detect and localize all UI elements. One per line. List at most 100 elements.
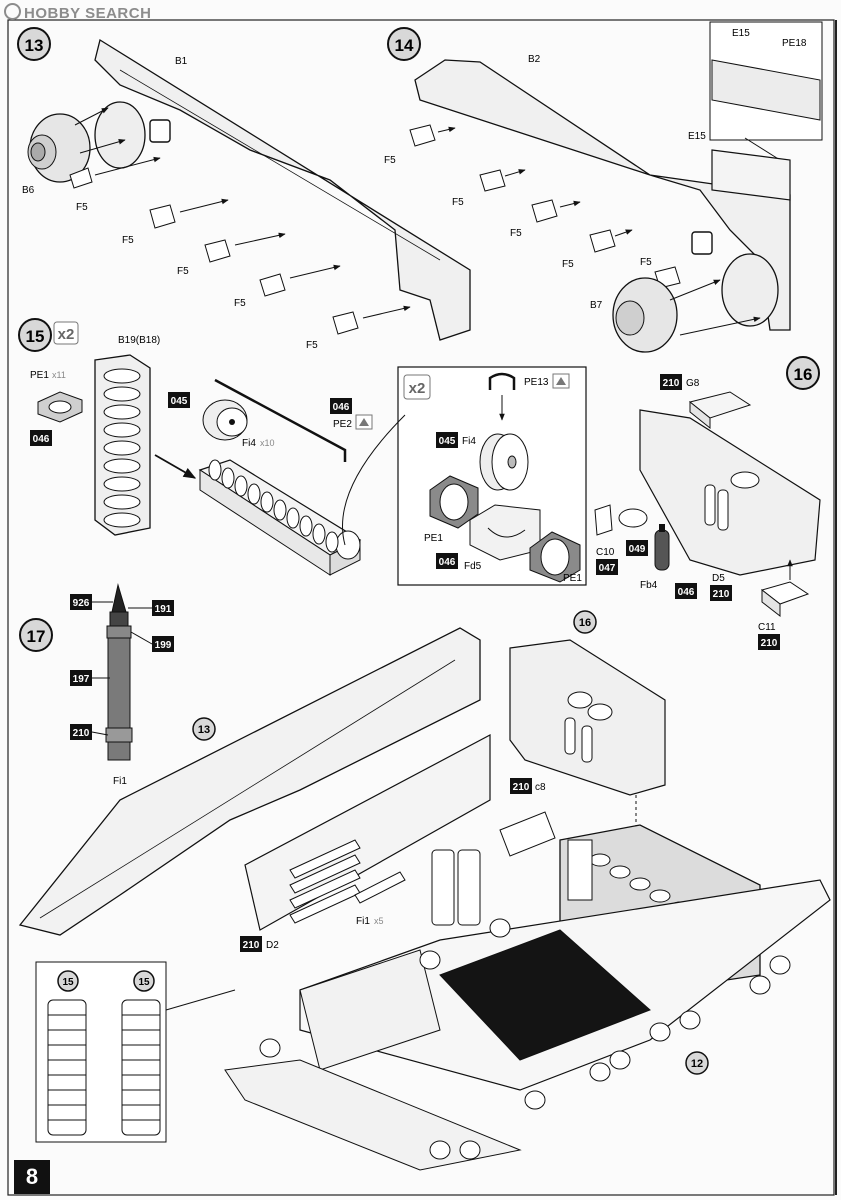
paint-210-label-6: 210 bbox=[513, 782, 530, 793]
step-15-group: 15 x2 PE1 x11 046 B19(B18) bbox=[18, 318, 587, 586]
step-16-number: 16 bbox=[794, 365, 813, 384]
bracket-f5-4 bbox=[259, 273, 286, 297]
part-d2-label: D2 bbox=[266, 940, 279, 951]
fuel-drum-fi4 bbox=[202, 399, 248, 441]
paint-046c-chip bbox=[436, 553, 458, 569]
part-e15-inset-label: E15 bbox=[732, 28, 750, 39]
step-16-badge bbox=[786, 356, 820, 390]
inset-badge-15a bbox=[57, 970, 79, 992]
part-pe1-label: PE1 bbox=[30, 370, 49, 381]
paint-045-chip bbox=[168, 392, 190, 408]
ref-step-13-badge bbox=[192, 717, 216, 741]
part-pe18-label: PE18 bbox=[782, 38, 807, 49]
part-f5-label-5: F5 bbox=[306, 340, 318, 351]
paint-049-chip bbox=[626, 540, 648, 556]
step-14-badge bbox=[387, 27, 421, 61]
part-pe2-label: PE2 bbox=[333, 419, 352, 430]
part-f5-label-b1: F5 bbox=[384, 155, 396, 166]
ammo-rack-b19 bbox=[94, 354, 151, 536]
part-pe1-sub-label-2: PE1 bbox=[563, 573, 582, 584]
bracket-f5-5 bbox=[332, 311, 359, 335]
part-g8-label: G8 bbox=[686, 378, 700, 389]
handle-pe13 bbox=[488, 372, 516, 390]
paint-210-label-2: 210 bbox=[713, 589, 730, 600]
watermark-text: HOBBY SEARCH bbox=[24, 5, 152, 22]
paint-210-label-3: 210 bbox=[761, 638, 778, 649]
part-fd5-label: Fd5 bbox=[464, 561, 482, 572]
final-drive-b7 bbox=[612, 231, 779, 353]
paint-197-label: 197 bbox=[73, 674, 90, 685]
part-fi4-label: Fi4 bbox=[242, 438, 256, 449]
paint-191-chip bbox=[152, 600, 174, 616]
part-fi1-hull-label: Fi1 bbox=[356, 916, 370, 927]
photoetch-pe1-right bbox=[529, 531, 581, 583]
paint-049-label: 049 bbox=[629, 544, 646, 555]
part-f5-label-2: F5 bbox=[122, 235, 134, 246]
inset-badge-15a-number: 15 bbox=[62, 977, 74, 988]
step-17-badge bbox=[19, 618, 53, 652]
paint-045b-label: 045 bbox=[439, 436, 456, 447]
fuel-drum-fi4-sub bbox=[479, 433, 529, 491]
watermark-logo-icon bbox=[4, 3, 21, 20]
floor-box bbox=[299, 949, 441, 1071]
part-b1-label: B1 bbox=[175, 56, 188, 67]
bracket-f5-2 bbox=[149, 204, 176, 229]
road-wheels bbox=[259, 918, 791, 1160]
bracket-f5-1 bbox=[69, 167, 93, 189]
paint-210-chip-2 bbox=[710, 585, 732, 601]
paint-047-chip bbox=[596, 559, 618, 575]
paint-046-label: 046 bbox=[33, 434, 50, 445]
paint-926-chip bbox=[70, 594, 92, 610]
paint-045-label: 045 bbox=[171, 396, 188, 407]
bulkhead-assembled bbox=[509, 639, 666, 796]
floor-plate-dark bbox=[439, 929, 651, 1061]
ref-step-16-badge bbox=[573, 610, 597, 634]
step-14-number: 14 bbox=[395, 36, 414, 55]
part-c10-label: C10 bbox=[596, 547, 615, 558]
pe1-multiplier: x11 bbox=[52, 370, 66, 380]
hull-side-left-assembled bbox=[18, 627, 481, 936]
step-13-number: 13 bbox=[25, 36, 44, 55]
step-15-multiplier: x2 bbox=[58, 326, 75, 343]
bracket-c8 bbox=[499, 811, 556, 857]
part-b2-label: B2 bbox=[528, 54, 541, 65]
shell-fi1 bbox=[105, 583, 133, 761]
paint-046b-chip bbox=[330, 398, 352, 414]
sub-multiplier-box bbox=[403, 374, 431, 400]
ref-step-12-number: 12 bbox=[691, 1058, 703, 1070]
part-c8-label: c8 bbox=[535, 782, 546, 793]
paint-210-chip-4 bbox=[70, 724, 92, 740]
inset-badge-15b bbox=[133, 970, 155, 992]
part-f5-label-b4: F5 bbox=[562, 259, 574, 270]
paint-926-label: 926 bbox=[73, 598, 90, 609]
ref-step-16-number: 16 bbox=[579, 617, 591, 629]
paint-199-label: 199 bbox=[155, 640, 172, 651]
paint-210-chip-5 bbox=[240, 936, 262, 952]
paint-191-label: 191 bbox=[155, 604, 172, 615]
bracket-f5-b2 bbox=[479, 169, 506, 192]
inset-badge-15b-number: 15 bbox=[138, 977, 150, 988]
shells-stack bbox=[289, 839, 406, 924]
paint-210-label-5: 210 bbox=[243, 940, 260, 951]
paint-046b-label: 046 bbox=[333, 402, 350, 413]
extinguisher-rack bbox=[704, 471, 760, 531]
part-fb4-label: Fb4 bbox=[640, 580, 658, 591]
paint-046d-chip bbox=[675, 583, 697, 599]
part-f5-label-4: F5 bbox=[234, 298, 246, 309]
fi1-multiplier: x5 bbox=[374, 916, 384, 926]
paint-047-label: 047 bbox=[599, 563, 616, 574]
part-f5-label-b5: F5 bbox=[640, 257, 652, 268]
bracket-f5-b1 bbox=[409, 124, 436, 147]
paint-046c-label: 046 bbox=[439, 557, 456, 568]
ref-step-12-badge bbox=[685, 1051, 709, 1075]
bulkhead-d5 bbox=[639, 409, 821, 576]
part-b19-label: B19(B18) bbox=[118, 335, 160, 346]
part-pe13-label: PE13 bbox=[524, 377, 549, 388]
part-f5-label-b2: F5 bbox=[452, 197, 464, 208]
drum-stacks bbox=[431, 849, 481, 926]
ref-step-13-number: 13 bbox=[198, 724, 210, 736]
paint-210-chip-1 bbox=[660, 374, 682, 390]
page-border bbox=[7, 19, 835, 1196]
